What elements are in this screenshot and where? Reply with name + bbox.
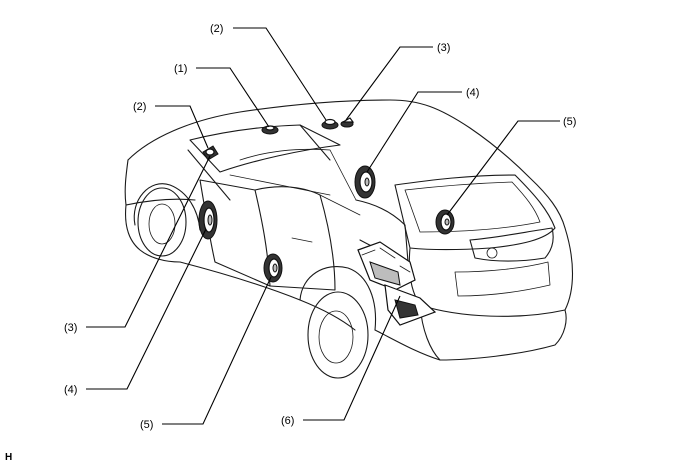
car-rear-underside <box>374 329 441 361</box>
leader-4-top <box>366 91 462 173</box>
car-license-area <box>454 261 551 297</box>
car-hood <box>124 159 196 206</box>
callout-1: (1) <box>174 63 187 75</box>
leader-5-bottom <box>162 276 272 425</box>
callout-4-left: (4) <box>64 384 77 396</box>
leader-6 <box>303 295 401 421</box>
front-roof-speaker-component <box>321 118 339 130</box>
center-roof-component <box>261 125 279 135</box>
car-side-lower <box>179 261 356 331</box>
car-rear-wheel-hub <box>318 310 354 364</box>
amplifier-assembly-component <box>357 241 437 326</box>
car-a-pillar <box>187 124 331 201</box>
leader-1 <box>196 67 270 128</box>
callout-6: (6) <box>281 415 294 427</box>
rear-side-speaker-component <box>354 165 376 199</box>
car-front-bumper <box>124 204 181 263</box>
leader-3-left <box>86 155 211 328</box>
leader-2-top <box>233 27 327 121</box>
leader-5-right <box>446 120 560 216</box>
car-rear-window <box>404 181 541 233</box>
car-rear-lower <box>419 304 567 361</box>
audio-components <box>198 117 455 326</box>
callout-5-bottom: (5) <box>140 419 153 431</box>
car-rear-wheel-arch <box>299 266 377 331</box>
car-illustration <box>124 99 574 379</box>
leader-4-left <box>86 228 207 390</box>
car-interior-lines <box>229 148 361 216</box>
callout-2-left: (2) <box>133 101 146 113</box>
front-tweeter-component <box>202 145 219 161</box>
leader-lines <box>86 27 560 425</box>
leader-2-left <box>155 105 209 149</box>
front-door-speaker-component <box>198 200 218 240</box>
callout-3-left: (3) <box>64 322 77 334</box>
car-rear-bumper <box>408 227 574 317</box>
car-windshield <box>189 124 341 173</box>
rear-hatch-speaker-component <box>435 209 455 235</box>
callout-labels: (2) (3) (1) (4) (2) (5) (3) (4) (5) (6) <box>64 23 576 431</box>
car-front-wheel-arch <box>133 183 201 231</box>
car-rear-lamp <box>469 227 554 262</box>
rear-door-speaker-component <box>263 253 283 283</box>
car-door-handle <box>291 237 313 243</box>
figure-code: H <box>5 452 12 463</box>
car-roof-outline <box>127 99 566 229</box>
car-rear-hatch <box>394 174 556 251</box>
car-front-wheel-hub <box>148 203 176 245</box>
callout-4-top: (4) <box>466 87 479 99</box>
car-emblem <box>486 247 498 259</box>
callout-3-top: (3) <box>437 42 450 54</box>
callout-5-right: (5) <box>563 116 576 128</box>
car-rear-wheel <box>307 291 369 379</box>
leader-3-top <box>345 46 433 121</box>
car-front-wheel <box>137 187 187 257</box>
callout-2-top: (2) <box>210 23 223 35</box>
